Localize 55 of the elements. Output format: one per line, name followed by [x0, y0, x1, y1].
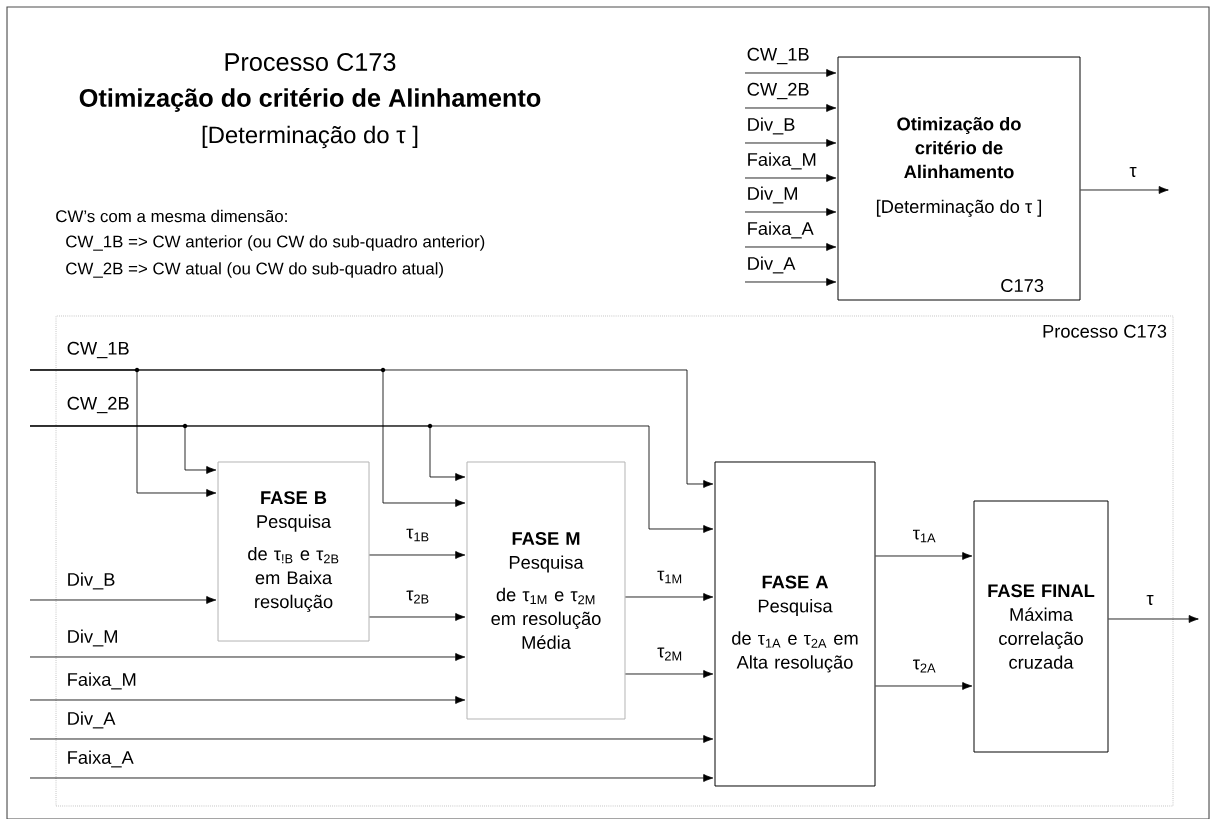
signal-label: CW_1B — [67, 341, 129, 359]
arrow — [744, 174, 837, 182]
arrow — [1108, 615, 1199, 623]
process-box: FASE FINAL Máxima correlação cruzada — [973, 500, 1109, 753]
arrow — [744, 278, 837, 286]
signal-label: τ$_{2B}$ — [406, 590, 429, 604]
arrow — [29, 774, 714, 782]
signal-label: Div_M — [748, 186, 797, 204]
arrow — [1080, 186, 1169, 194]
arrow — [744, 69, 837, 77]
arrow — [744, 104, 837, 112]
note-text: CW_1B => CW anterior (ou CW do sub-quadro anterior) — [66, 235, 485, 251]
signal-label: Faixa_M — [68, 672, 136, 690]
arrow — [29, 425, 714, 533]
note-text: CW’s com a mesma dimensão: — [56, 209, 287, 223]
arrow — [625, 670, 714, 678]
signal-label: CW_1B — [747, 47, 809, 65]
signal-label: Div_M — [68, 629, 117, 647]
arrow — [744, 139, 837, 147]
arrow — [744, 208, 837, 216]
signal-label: Faixa_A — [748, 221, 814, 239]
signal-label: Div_B — [68, 572, 115, 590]
arrow — [29, 735, 714, 743]
signal-label: Div_B — [748, 117, 795, 135]
signal-label: Faixa_A — [68, 750, 134, 768]
note-text: CW_2B => CW atual (ou CW do sub-quadro atual) — [66, 262, 443, 278]
arrow — [744, 243, 837, 251]
signal-label: τ$_{1A}$ — [913, 529, 936, 543]
signal-label: τ$_{2M}$ — [657, 647, 682, 661]
subtitle: Processo C173 — [225, 53, 396, 71]
signal-label: τ$_{1B}$ — [406, 528, 429, 542]
title: Otimização do critério de Alinhamento — [79, 88, 541, 112]
arrow — [29, 696, 466, 704]
process-box: FASE B Pesquisa de τ$_{!B}$ e τ$_{2B}$ em Baixa resolução — [217, 461, 370, 642]
subtitle: [Determinação do τ ] — [202, 125, 418, 149]
signal-label: CW_2B — [747, 82, 809, 100]
arrow — [29, 653, 466, 661]
arrow — [369, 613, 466, 621]
arrow — [369, 551, 466, 559]
process-box: Otimização do critério de Alinhamento [Determinação do τ ] C173 — [837, 56, 1081, 301]
process-box: FASE A Pesquisa de τ$_{1A}$ e τ$_{2A}$ em Alta resolução — [714, 461, 876, 787]
arrow — [875, 552, 973, 560]
signal-label: τ — [1129, 167, 1137, 177]
arrow — [875, 682, 973, 690]
process-box: FASE M Pesquisa de τ$_{1M}$ e τ$_{2M}$ em resolução Média — [466, 461, 626, 720]
signal-label: Div_A — [68, 711, 116, 729]
signal-label: Div_A — [748, 256, 796, 274]
arrow — [29, 596, 217, 604]
signal-label: τ$_{2A}$ — [913, 659, 936, 673]
arrow — [625, 593, 714, 601]
signal-label: τ — [1146, 595, 1154, 605]
signal-label: τ$_{1M}$ — [657, 570, 682, 584]
signal-label: CW_2B — [67, 396, 129, 414]
signal-label: Faixa_M — [748, 152, 816, 170]
arrow — [29, 369, 714, 488]
